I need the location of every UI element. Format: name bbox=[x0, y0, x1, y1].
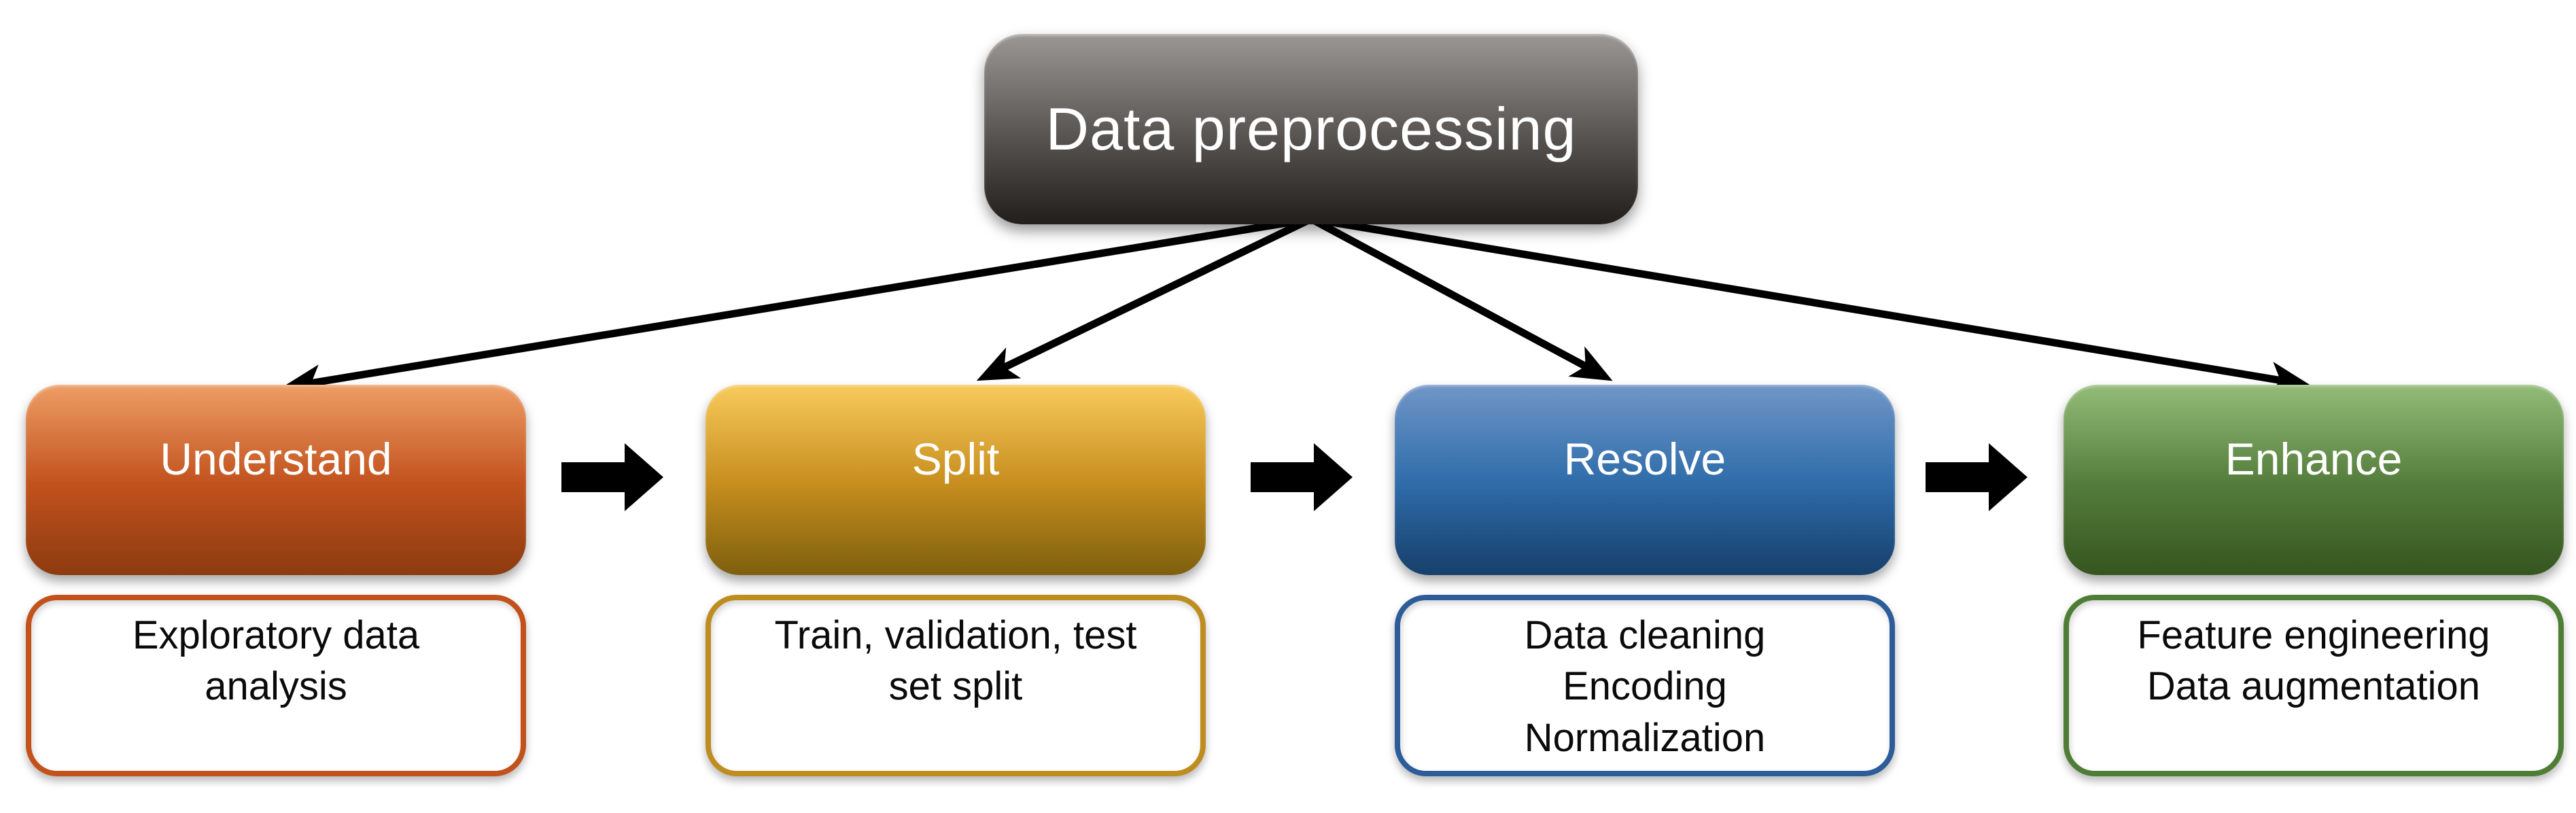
root-node-label: Data preprocessing bbox=[1045, 95, 1577, 162]
detail-text-enhance: Feature engineering Data augmentation bbox=[2137, 613, 2490, 709]
stage-column-split: Split Train, validation, test set split bbox=[706, 385, 1206, 776]
detail-text-resolve: Data cleaning Encoding Normalization bbox=[1524, 613, 1766, 760]
stage-column-resolve: Resolve Data cleaning Encoding Normaliza… bbox=[1395, 385, 1895, 776]
stage-box-understand: Understand bbox=[26, 385, 526, 575]
stage-column-understand: Understand Exploratory data analysis bbox=[26, 385, 526, 776]
stage-title-resolve: Resolve bbox=[1563, 434, 1726, 484]
stage-box-enhance: Enhance bbox=[2064, 385, 2564, 575]
detail-text-understand: Exploratory data analysis bbox=[132, 613, 420, 709]
connector-arrow-to-enhance bbox=[1310, 215, 2311, 396]
root-node-data-preprocessing: Data preprocessing bbox=[984, 34, 1638, 224]
detail-text-split: Train, validation, test set split bbox=[774, 613, 1137, 709]
detail-box-understand: Exploratory data analysis bbox=[26, 595, 526, 776]
stage-title-split: Split bbox=[911, 434, 1000, 484]
stage-box-resolve: Resolve bbox=[1395, 385, 1895, 575]
detail-box-enhance: Feature engineering Data augmentation bbox=[2064, 595, 2564, 776]
stage-box-split: Split bbox=[706, 385, 1206, 575]
stage-title-enhance: Enhance bbox=[2225, 434, 2403, 484]
stage-title-understand: Understand bbox=[160, 434, 392, 484]
connector-arrow-to-resolve bbox=[1309, 215, 1613, 381]
connector-arrow-to-split bbox=[976, 215, 1313, 381]
stage-column-enhance: Enhance Feature engineering Data augment… bbox=[2064, 385, 2564, 776]
detail-box-resolve: Data cleaning Encoding Normalization bbox=[1395, 595, 1895, 776]
detail-box-split: Train, validation, test set split bbox=[706, 595, 1206, 776]
connector-arrow-to-understand bbox=[281, 215, 1312, 398]
